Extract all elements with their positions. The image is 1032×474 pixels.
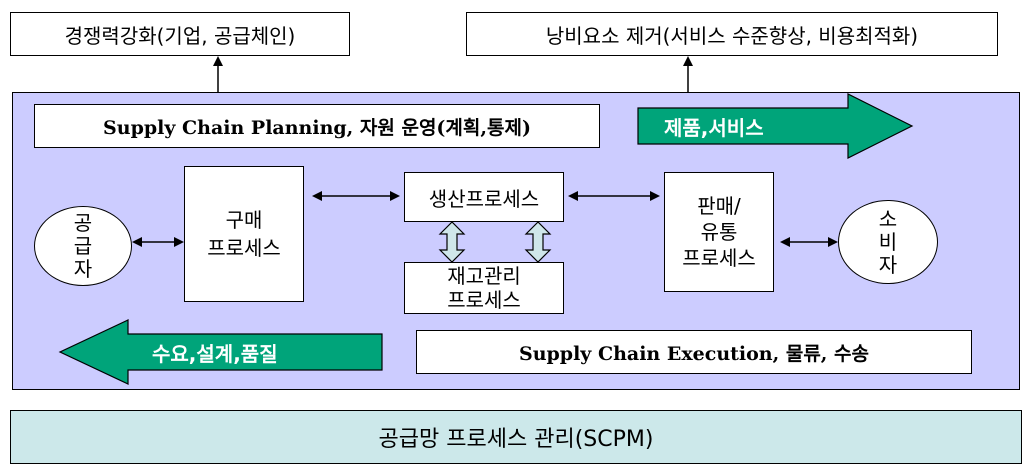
top-right-goal-text: 낭비요소 제거(서비스 수준향상, 비용최적화) (545, 23, 919, 48)
top-left-goal-box: 경쟁력강화(기업, 공급체인) (10, 12, 350, 56)
sales-process-box: 판매/ 유통 프로세스 (664, 172, 774, 292)
consumer-text: 소 비 자 (878, 206, 898, 277)
demand-design-quality-text: 수요,설계,품질 (152, 341, 278, 366)
vertical-block-arrow-left (438, 221, 466, 263)
planning-text: Supply Chain Planning, 자원 운영(계획,통제) (103, 116, 531, 139)
purchase-process-box: 구매 프로세스 (184, 166, 304, 302)
top-right-goal-box: 낭비요소 제거(서비스 수준향상, 비용최적화) (466, 12, 998, 56)
execution-text: Supply Chain Execution, 물류, 수송 (518, 342, 869, 365)
product-service-label: 제품,서비스 (664, 110, 764, 142)
planning-box: Supply Chain Planning, 자원 운영(계획,통제) (34, 104, 600, 148)
purchase-process-text: 구매 프로세스 (207, 208, 281, 260)
execution-box: Supply Chain Execution, 물류, 수송 (416, 330, 972, 374)
product-service-arrow-shape (637, 93, 914, 159)
demand-design-quality-label: 수요,설계,품질 (152, 336, 278, 368)
scpm-text: 공급망 프로세스 관리(SCPM) (378, 427, 654, 452)
product-service-text: 제품,서비스 (664, 115, 764, 140)
production-process-box: 생산프로세스 (404, 172, 564, 222)
top-left-goal-text: 경쟁력강화(기업, 공급체인) (64, 23, 296, 48)
scpm-bar: 공급망 프로세스 관리(SCPM) (10, 410, 1022, 464)
production-process-text: 생산프로세스 (428, 186, 540, 211)
supplier-ellipse: 공 급 자 (34, 206, 132, 286)
vertical-block-arrow-right (524, 221, 552, 263)
inventory-process-text: 재고관리 프로세스 (447, 264, 521, 312)
consumer-ellipse: 소 비 자 (838, 200, 938, 284)
demand-design-quality-arrow-shape (58, 319, 383, 385)
sales-process-text: 판매/ 유통 프로세스 (682, 194, 756, 270)
inventory-process-box: 재고관리 프로세스 (404, 262, 564, 314)
supplier-text: 공 급 자 (73, 210, 93, 281)
